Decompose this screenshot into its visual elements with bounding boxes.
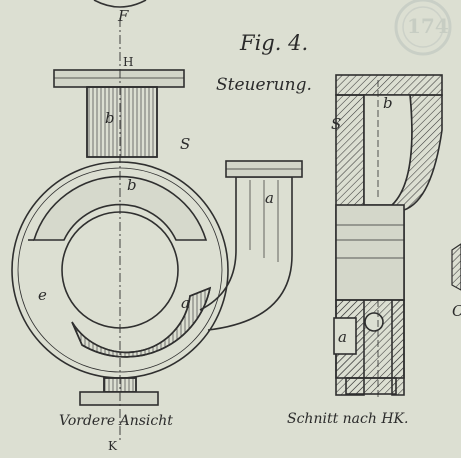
upper-arc-fragment <box>93 0 147 8</box>
label-a-pipe: a <box>265 189 274 207</box>
label-b-upper: b <box>105 109 115 127</box>
bottom-flange <box>79 391 159 406</box>
label-O-edge: O <box>452 304 461 319</box>
label-a-section: a <box>338 328 347 346</box>
seal-number: 174 <box>407 14 449 38</box>
section-lower-chamber <box>335 299 405 379</box>
label-K: K <box>108 439 117 453</box>
figure-number: Fig. 4. <box>240 31 309 55</box>
section-body <box>335 204 405 301</box>
label-H: H <box>123 55 134 69</box>
label-b-section: b <box>383 94 393 112</box>
label-F: F <box>118 7 129 25</box>
edge-fragment <box>451 243 461 291</box>
seal-stamp <box>394 0 452 56</box>
section-bottom-flange <box>345 377 397 395</box>
front-view <box>11 18 303 440</box>
label-a-inner: a <box>181 294 190 312</box>
section-view <box>333 74 443 400</box>
port-ring <box>32 175 208 241</box>
label-b-ring: b <box>127 176 137 194</box>
label-S-front: S <box>180 135 191 153</box>
upper-pipe <box>86 86 158 158</box>
figure-title: Steuerung. <box>216 75 312 95</box>
top-flange <box>53 69 185 88</box>
section-top-flange <box>335 74 443 96</box>
label-S-section: S <box>331 115 342 133</box>
valve-ball <box>364 312 384 332</box>
caption-front-view: Vordere Ansicht <box>59 413 173 429</box>
caption-section-view: Schnitt nach HK. <box>287 411 409 427</box>
label-e: e <box>38 286 47 304</box>
side-pipe <box>199 177 237 311</box>
